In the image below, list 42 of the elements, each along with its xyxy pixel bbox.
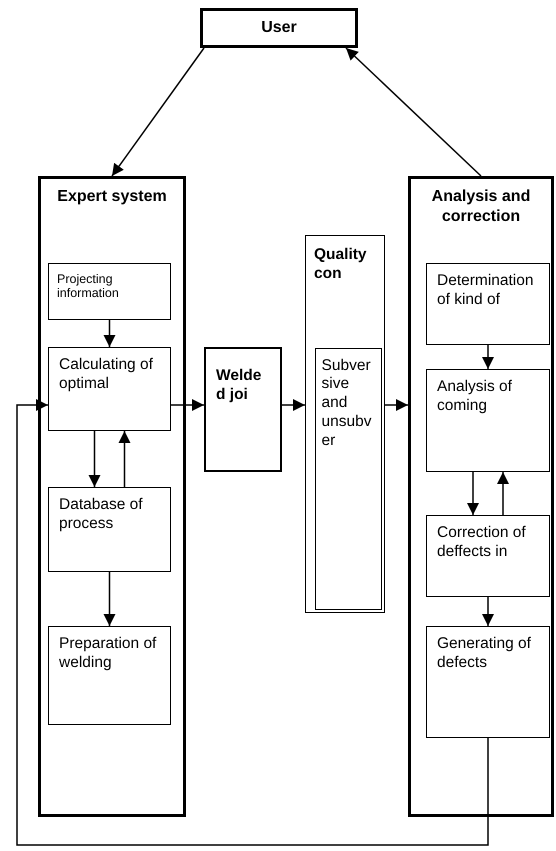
- arrow: [104, 320, 116, 347]
- group-box: [408, 176, 554, 817]
- box-label: Calculating of optimal: [59, 356, 154, 394]
- process-box: [426, 263, 550, 345]
- arrow: [497, 472, 509, 515]
- box-label: Projecting information: [57, 272, 120, 301]
- arrow: [385, 399, 408, 411]
- arrow: [118, 431, 130, 487]
- actor-box: [200, 8, 358, 48]
- group-box: [305, 235, 385, 613]
- box-label: Database of process: [59, 496, 144, 534]
- arrow: [345, 47, 482, 177]
- arrow: [467, 472, 479, 515]
- arrow: [482, 597, 494, 626]
- box-label: Generating of defects: [437, 635, 532, 673]
- box-label: User: [261, 18, 297, 38]
- arrow: [171, 399, 204, 411]
- group-heading: Analysis and correction: [430, 187, 532, 226]
- group-heading: Quality con: [314, 246, 368, 284]
- arrow: [104, 572, 116, 626]
- box-label: Preparation of welding: [59, 635, 158, 673]
- group-heading: Expert system: [57, 187, 167, 207]
- process-box: [314, 348, 382, 610]
- process-box: [48, 626, 171, 725]
- arrow: [282, 399, 305, 411]
- box-label: Analysis of coming: [437, 378, 513, 416]
- arrow: [111, 48, 205, 176]
- box-label: Welded joi: [216, 367, 262, 405]
- arrow: [482, 345, 494, 369]
- process-box: [48, 487, 171, 572]
- arrow: [88, 431, 100, 487]
- process-box: [426, 369, 550, 472]
- process-box: [48, 263, 171, 320]
- box-label: Subversive and unsubver: [322, 356, 372, 452]
- box-label: Correction of deffects in: [437, 524, 527, 562]
- process-box: [48, 347, 171, 431]
- process-box: [426, 626, 550, 738]
- group-box: [38, 176, 186, 817]
- box-label: Determination of kind of: [437, 272, 534, 310]
- process-box: [426, 515, 550, 597]
- arrow: [16, 399, 489, 846]
- process-box: [204, 347, 282, 472]
